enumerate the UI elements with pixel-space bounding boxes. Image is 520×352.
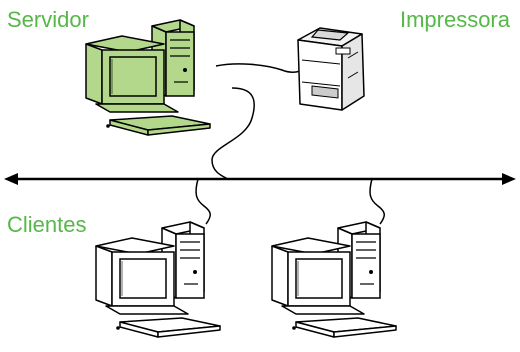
server-network-cable (211, 87, 255, 180)
client2-network-cable (369, 178, 385, 225)
server-printer-cable (215, 63, 307, 73)
printer-icon (297, 27, 365, 111)
arrow-right-icon (502, 173, 516, 185)
clients-label: Clientes (7, 212, 87, 237)
printer-label: Impressora (399, 7, 510, 32)
client-computer-icon (95, 221, 221, 338)
client1-network-cable (195, 178, 211, 225)
client-computer-icon (271, 221, 397, 338)
arrow-left-icon (4, 173, 18, 185)
server-label: Servidor (7, 7, 89, 32)
server-computer-icon (85, 19, 211, 136)
